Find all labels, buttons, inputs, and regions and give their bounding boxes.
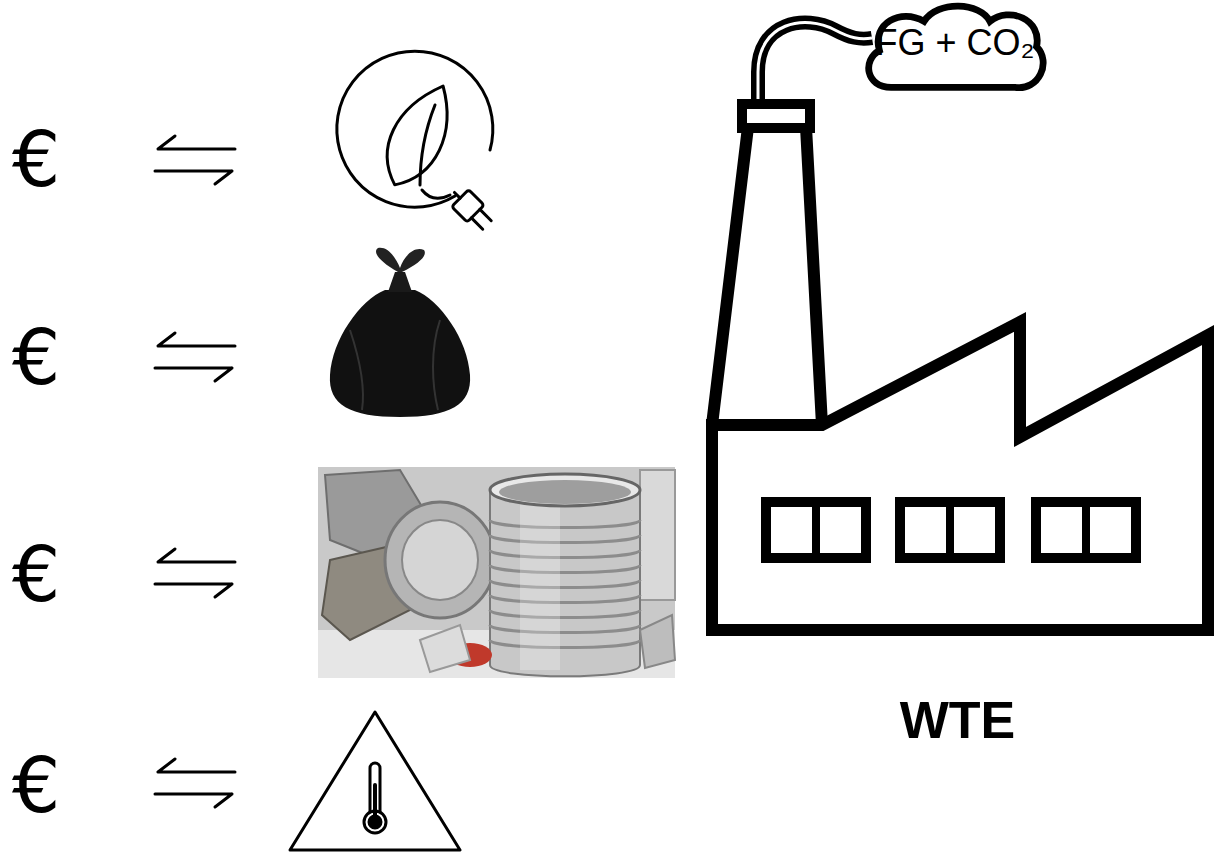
arrow-right [155,794,232,807]
arrow-right [155,368,232,381]
arrow-left [158,136,235,149]
arrow-left [158,759,235,772]
can-lid-inner [402,520,478,600]
can-lid [385,502,495,618]
wte-plant: WTE [700,90,1215,770]
metal-cans-photo [318,467,675,678]
arrow-right [155,584,232,597]
exchange-arrow [155,759,235,807]
exchange-arrow [155,333,235,381]
chimney-pipe-inner [758,23,872,106]
window-divider [946,502,954,558]
exchange-arrows [155,136,235,807]
tin-can [490,490,640,676]
factory-window [766,502,866,558]
factory-drawing [712,104,1208,630]
factory-window [900,502,1000,558]
chimney-cap [742,104,810,128]
window-divider [812,502,820,558]
currency-symbol: € [12,537,60,613]
photo-background [318,467,675,678]
currency-symbol: € [12,748,60,824]
exchange-arrow [155,136,235,184]
bag-knot [376,248,425,272]
cord [422,190,450,198]
currency-symbol: € [12,320,60,396]
heat-warning-icon [290,712,460,850]
chimney-pipe [758,23,872,106]
plant-label: WTE [700,690,1215,750]
factory-building [712,322,1208,630]
emission-cloud: FG + CO₂ [858,0,1052,96]
window-divider [1082,502,1090,558]
arrow-left [158,549,235,562]
factory-outline [700,90,1215,770]
background-can [640,470,675,600]
exchange-arrow [155,549,235,597]
foil-piece [420,625,470,672]
arrow-left [158,333,235,346]
thermometer-level [373,785,377,816]
plug-prongs [471,209,491,229]
plug-body [452,190,485,223]
chimney [712,127,822,425]
green-energy-icon [337,51,496,233]
warning-triangle [290,712,460,850]
plug [446,184,495,233]
leaf-vein [420,105,435,185]
bag-neck [388,272,412,292]
arrow-right [155,171,232,184]
factory-window [1036,502,1136,558]
emission-label: FG + CO₂ [858,22,1052,64]
energy-ring [337,51,493,207]
can-opening [499,480,631,504]
garbage-bag-icon [330,248,470,417]
can-highlight [520,480,560,670]
leaf [373,75,465,196]
bag-folds [350,320,440,410]
can-ridges [490,520,640,648]
bag-body [330,290,470,417]
can-rim [490,474,640,506]
foil-ball [640,615,675,668]
plug-cord [454,192,460,198]
currency-symbol: € [12,122,60,198]
